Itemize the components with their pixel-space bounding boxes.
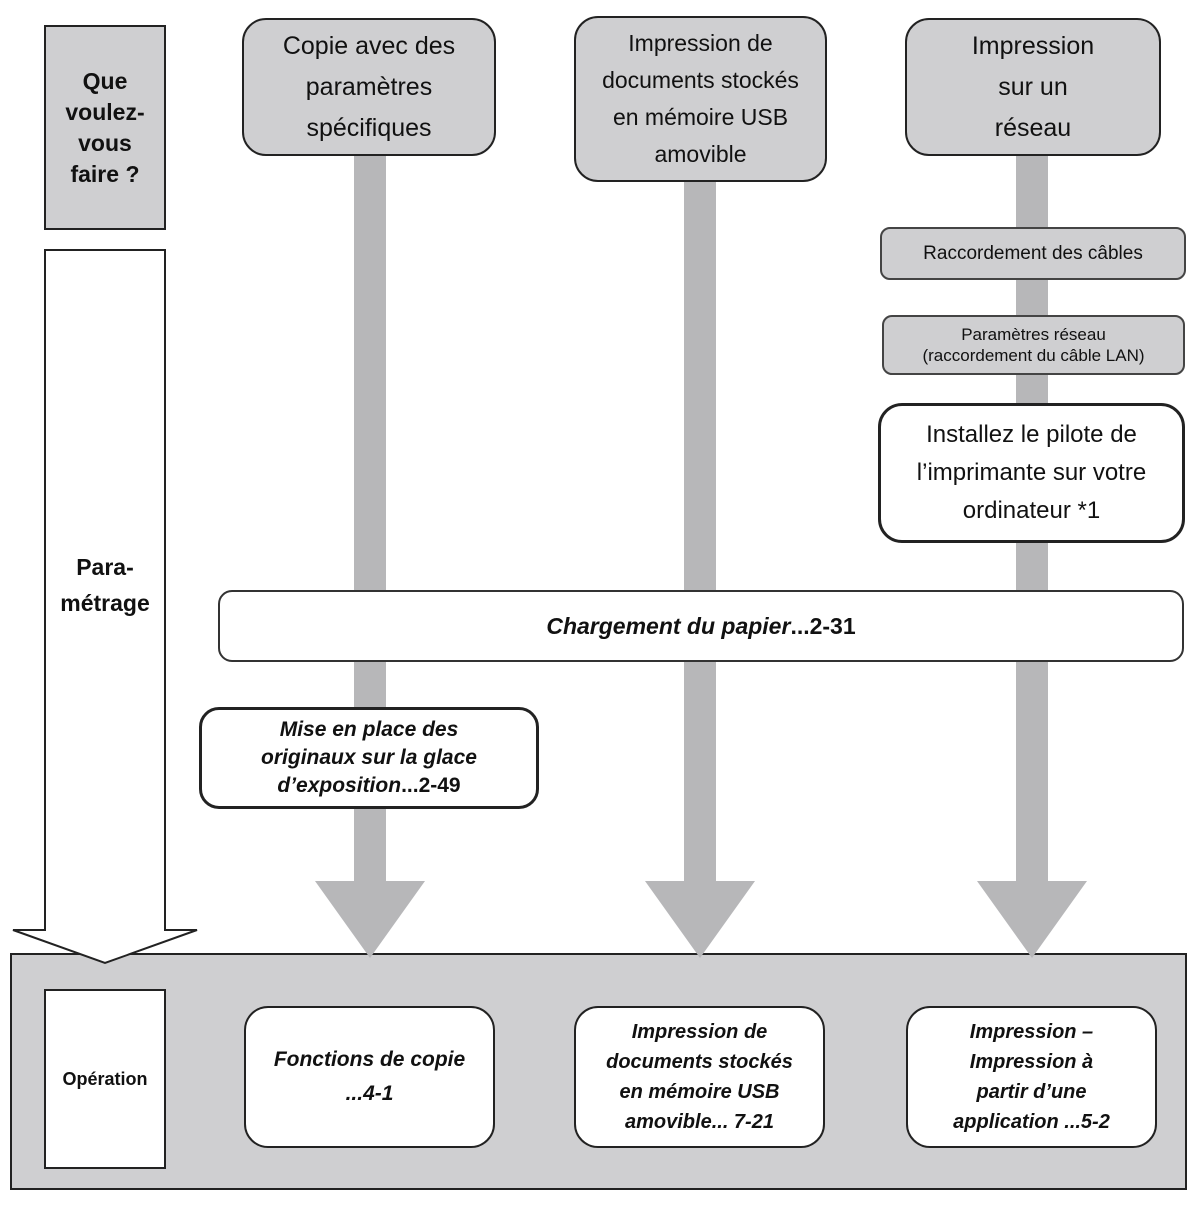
cables-step: Raccordement des câbles — [880, 227, 1186, 280]
originals-placement-box: Mise en place des originaux sur la glace… — [199, 707, 539, 809]
copy-options-box: Copie avec des paramètres spécifiques — [242, 18, 496, 156]
operation-label: Opération — [44, 989, 166, 1169]
driver-install-step: Installez le pilote de l’imprimante sur … — [878, 403, 1185, 543]
paper-loading-box: Chargement du papier...2-31 — [218, 590, 1184, 662]
arrow-head-usb — [645, 881, 755, 958]
usb-print-box: Impression de documents stockés en mémoi… — [574, 16, 827, 182]
arrow-head-network — [977, 881, 1087, 958]
paper-loading-ref: ...2-31 — [790, 612, 856, 639]
setup-label: Para- métrage — [60, 554, 150, 616]
originals-ref: ...2-49 — [401, 774, 461, 797]
usb-print-op-box: Impression de documents stockés en mémoi… — [574, 1006, 825, 1148]
network-print-box: Impression sur un réseau — [905, 18, 1161, 156]
question-box: Que voulez- vous faire ? — [44, 25, 166, 230]
arrow-head-copy — [315, 881, 425, 958]
setup-arrow — [12, 249, 198, 965]
operation-label-text: Opération — [62, 1068, 148, 1089]
originals-label: Mise en place des originaux sur la glace… — [261, 718, 477, 797]
originals-placement-text: Mise en place des originaux sur la glace… — [261, 716, 477, 800]
copy-functions-box: Fonctions de copie ...4-1 — [244, 1006, 495, 1148]
paper-loading-label: Chargement du papier — [546, 612, 791, 639]
flow-bar-usb — [684, 180, 716, 885]
network-print-op-box: Impression – Impression à partir d’une a… — [906, 1006, 1157, 1148]
network-params-step: Paramètres réseau (raccordement du câble… — [882, 315, 1185, 375]
